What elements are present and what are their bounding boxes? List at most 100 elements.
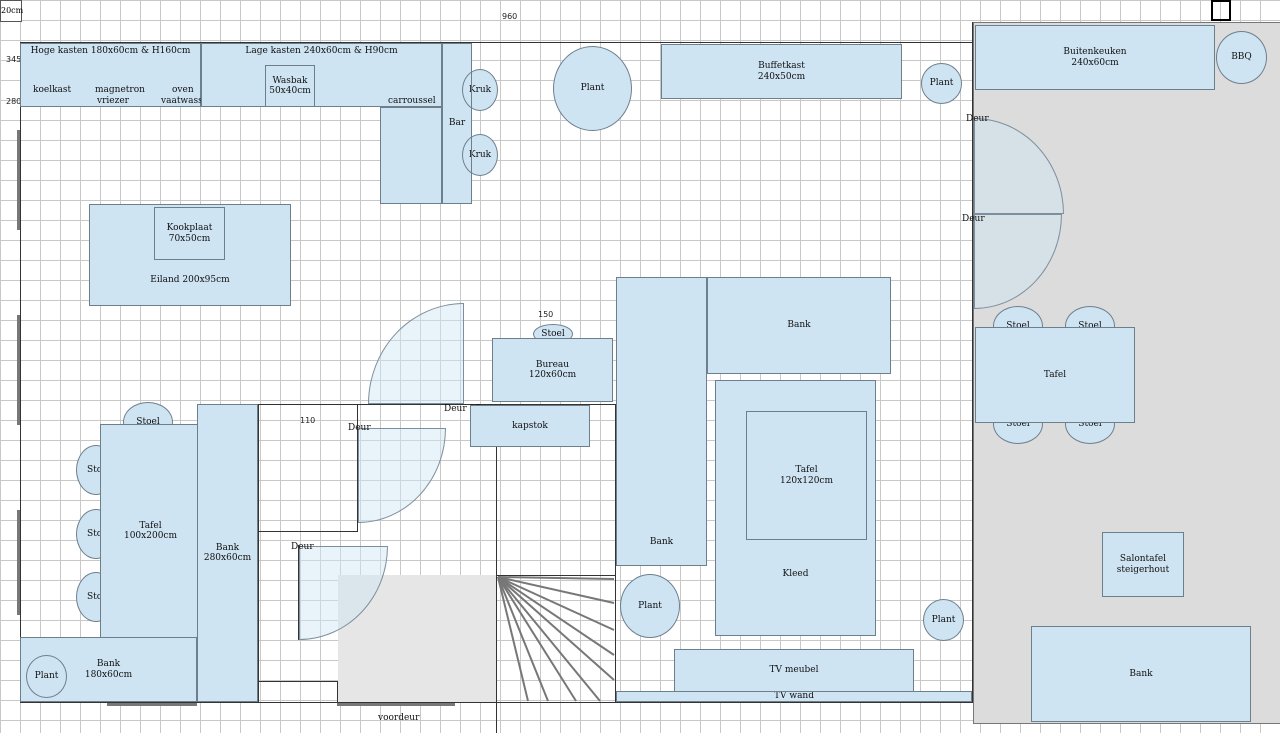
microwave-label: magnetron [95,85,145,95]
garden-door-1-label: Deur [966,114,989,124]
door-dimension-110: 110 [300,416,316,425]
door-dimension-150: 150 [538,310,554,319]
wall-stair-top [496,575,615,576]
tall-cabinets-label: Hoge kasten 180x60cm & H160cm [30,46,191,56]
plant-label: Plant [931,614,956,625]
dining-chair-bottom-overlay [123,622,173,662]
chair-label: Stoel [87,591,111,602]
sofa-short-label: Bank [787,320,811,331]
living-table-label: Tafel [795,465,818,476]
island-label: Eiland 200x95cm [150,274,230,285]
window-bottom-2 [337,703,455,706]
rug-label: Kleed [782,568,809,579]
desk-size: 120x60cm [528,370,577,380]
buffet-size: 240x50cm [757,71,806,82]
cooktop[interactable]: Kookplaat 70x50cm [154,207,225,260]
window-left-2 [17,315,20,425]
plant-label: Plant [638,600,662,611]
dining-bench-label: Bank [215,542,240,553]
wall-hall-top [258,404,616,405]
bar-cover [442,43,472,204]
tall-cabinets[interactable]: Hoge kasten 180x60cm & H160cm [20,43,201,107]
freezer-label: vriezer [97,96,129,106]
window-left-1 [17,130,20,230]
wall-right [972,22,973,703]
sofa-long-label: Bank [649,536,674,547]
coat-rack[interactable]: kapstok [470,405,590,447]
plant-large[interactable]: Plant [553,46,632,131]
plant-living-right[interactable]: Plant [923,599,964,641]
garden-table-label: Tafel [1043,369,1067,380]
buffet-cabinet[interactable]: Buffetkast 240x50cm [661,44,902,99]
outdoor-kitchen[interactable]: Buitenkeuken 240x60cm [975,25,1215,90]
dining-bench-size: 280x60cm [203,553,252,563]
corner-marker [1211,0,1231,21]
garden-sofa[interactable]: Bank [1031,626,1251,722]
chair-label: Stoel [87,464,111,475]
chair-label: Stoel [1078,320,1102,331]
dining-bench[interactable]: Bank 280x60cm [197,404,258,702]
sink-label: Wasbak [272,75,308,86]
desk[interactable]: Bureau 120x60cm [492,338,613,402]
wall-small [258,681,338,682]
outdoor-kitchen-label: Buitenkeuken [1063,47,1127,58]
coffee-table-material: steigerhout [1116,564,1170,575]
living-table-size: 120x120cm [779,475,833,486]
garden-sofa-label: Bank [1129,668,1153,679]
plant-living-left[interactable]: Plant [620,574,680,638]
dishwasher-label: vaatwasser [161,96,213,106]
garden-table[interactable]: Tafel [975,327,1135,423]
coffee-table[interactable]: Salontafel steigerhout [1102,532,1184,597]
sink[interactable]: Wasbak 50x40cm [265,65,315,107]
door-95[interactable] [368,303,464,404]
chair-label: Stoel [1006,418,1030,429]
living-table[interactable]: Tafel 120x120cm [746,411,867,540]
cooktop-size: 70x50cm [168,233,211,244]
bar-stool-1[interactable]: Kruk [462,69,498,111]
tv-wall[interactable]: TV wand [616,691,972,702]
bar-label: Bar [448,118,466,129]
low-cabinets[interactable]: Lage kasten 240x60cm & H90cm [201,43,442,107]
small-bench-size: 180x60cm [84,669,133,680]
window-bottom-1 [107,703,197,706]
wall-toilet [258,531,358,532]
small-bench-label: Bank [96,659,121,670]
wall-hall-mid [496,404,497,733]
garden-door-2-label: Deur [962,214,985,224]
tv-cabinet-label: TV meubel [769,665,819,676]
door-95-label: Deur 95 [444,404,481,414]
wall-hall-right [615,404,616,702]
chair-label: Stoel [87,528,111,539]
plant-bottom-left[interactable]: Plant [26,655,67,698]
dining-table-size: 100x200cm [123,531,177,541]
carousel-label: carroussel [388,96,436,106]
bar-stool-2[interactable]: Kruk [462,134,498,176]
depth-dimension-bottom: 280 [6,97,22,106]
dining-table[interactable]: Tafel 100x200cm [100,424,201,638]
corner-cabinet[interactable] [380,107,442,204]
wall-top [20,42,973,43]
bbq[interactable]: BBQ [1216,31,1267,84]
fridge-label: koelkast [33,85,72,95]
plant-label: Plant [34,671,59,682]
window-left-3 [17,510,20,615]
toilet-door[interactable] [358,428,446,523]
bar-stool-label: Kruk [468,84,492,95]
cooktop-label: Kookplaat [166,223,213,234]
chair-label: Stoel [1078,418,1102,429]
chair-label: Stoel [1006,320,1030,331]
sofa-short[interactable]: Bank [707,277,891,374]
staircase [497,576,615,702]
depth-dimension-top: 345 [6,55,22,64]
wall-left [20,42,21,702]
sofa-long[interactable]: Bank [616,277,707,566]
bar-stool-label: Kruk [468,149,492,160]
plant-top-right[interactable]: Plant [921,63,962,104]
coffee-table-label: Salontafel [1119,554,1167,565]
chair-label: Stoel [136,417,160,427]
tv-cabinet[interactable]: TV meubel [674,649,914,692]
front-door-label: voordeur [378,713,420,723]
outdoor-kitchen-size: 240x60cm [1071,57,1119,68]
wall-small-side [337,681,338,702]
